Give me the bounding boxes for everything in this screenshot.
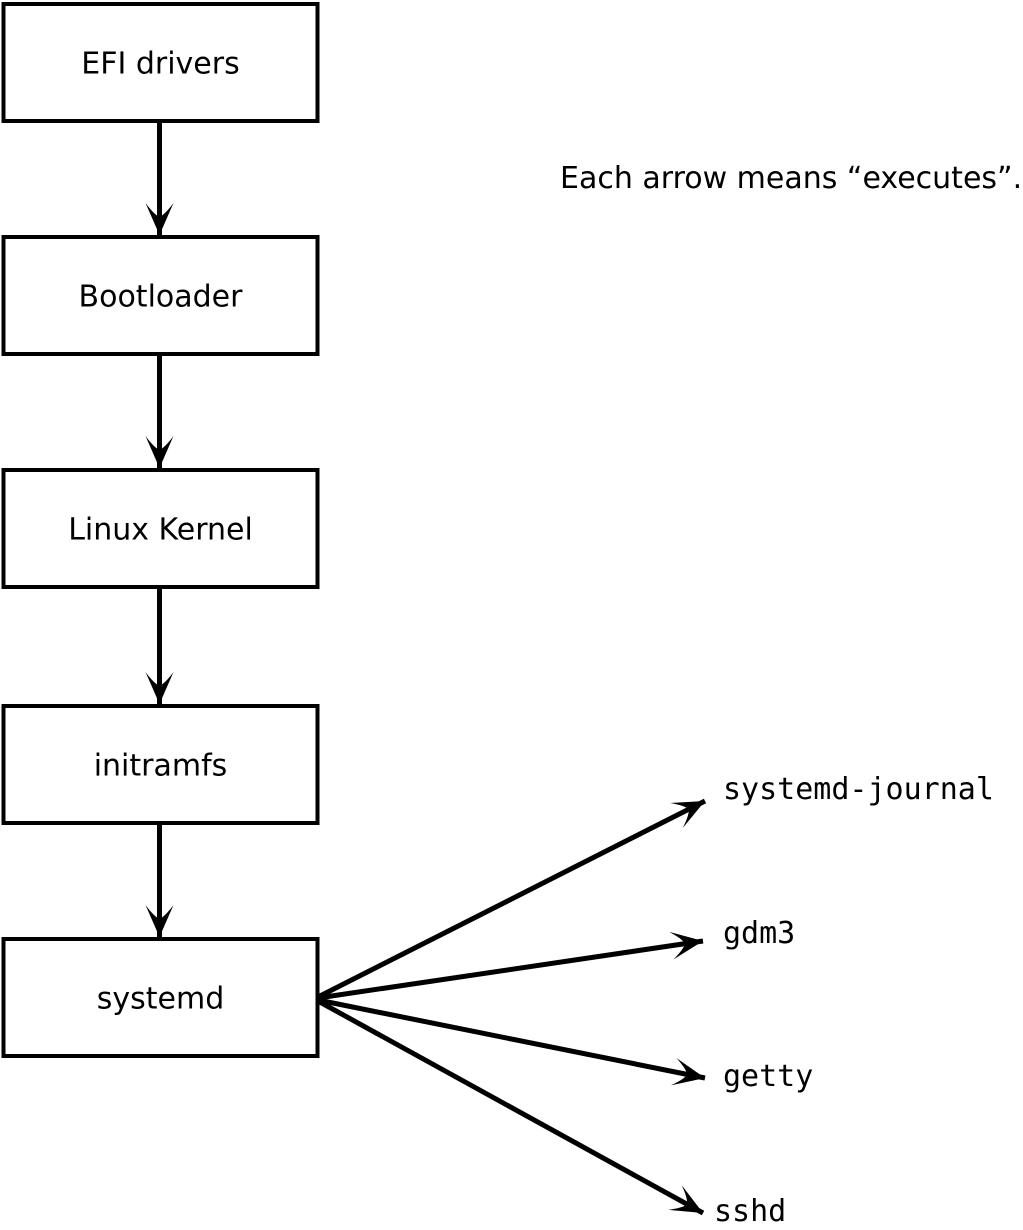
node-linux-kernel: Linux Kernel: [1, 468, 320, 589]
node-efi-drivers-label: EFI drivers: [81, 47, 239, 82]
node-systemd-box: [1, 937, 320, 1058]
node-linux-kernel-box: [1, 468, 320, 589]
arrow-systemd-to-systemd-journal: [316, 798, 707, 1000]
process-label-getty: getty: [723, 1059, 813, 1094]
process-label-systemd-journal: systemd-journal: [723, 772, 994, 807]
node-initramfs-label: initramfs: [94, 749, 228, 784]
node-initramfs-box: [1, 704, 320, 825]
node-bootloader: Bootloader: [1, 235, 320, 356]
node-linux-kernel-label: Linux Kernel: [68, 513, 253, 548]
arrow-systemd-to-sshd: [316, 998, 705, 1216]
node-bootloader-box: [1, 235, 320, 356]
node-systemd-label: systemd: [97, 982, 225, 1017]
process-label-gdm3: gdm3: [723, 916, 795, 951]
process-label-sshd: sshd: [714, 1194, 786, 1229]
node-efi-drivers: EFI drivers: [1, 2, 320, 123]
arrow-systemd-to-gdm3: [317, 931, 704, 1001]
node-bootloader-label: Bootloader: [79, 280, 244, 315]
arrow-systemd-to-getty: [317, 997, 706, 1086]
caption-arrow-meaning: Each arrow means “executes”.: [560, 161, 1022, 196]
node-initramfs: initramfs: [1, 704, 320, 825]
node-efi-drivers-box: [1, 2, 320, 123]
node-systemd: systemd: [1, 937, 320, 1058]
